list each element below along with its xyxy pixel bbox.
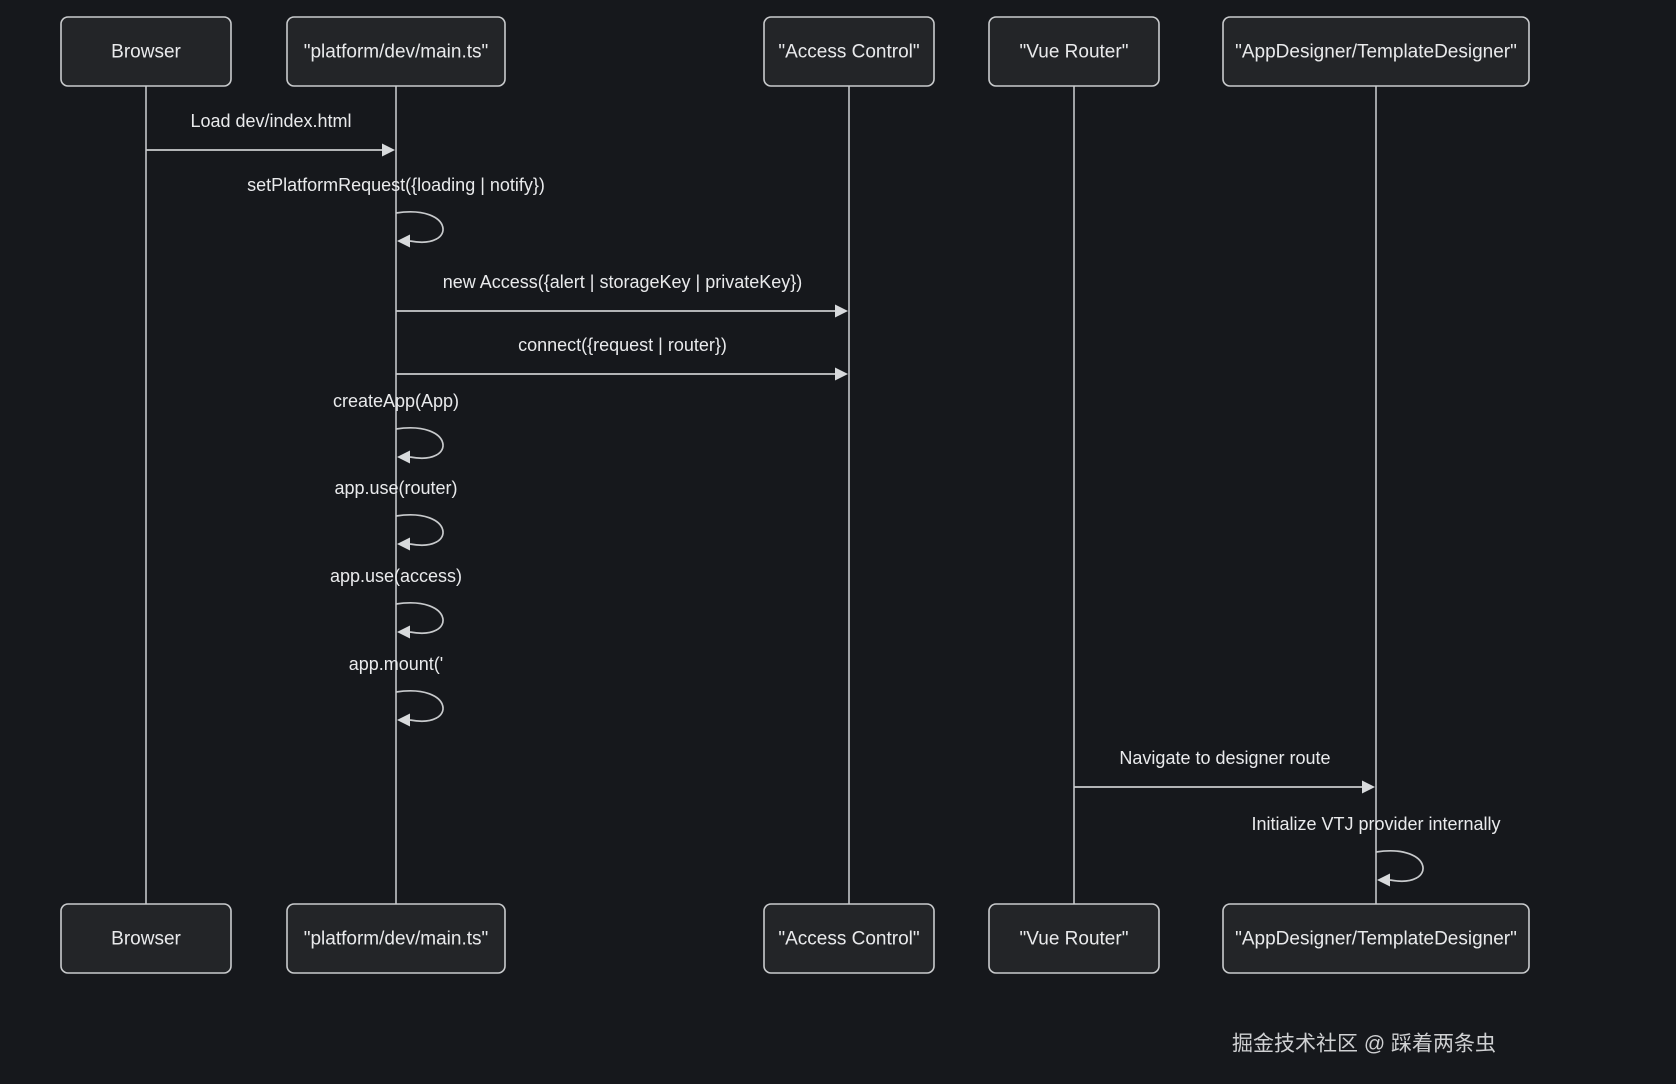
arrow-head-icon — [835, 304, 848, 318]
participant-browser-bottom[interactable]: Browser — [60, 903, 232, 974]
self-loop-path — [395, 211, 444, 243]
message-label: connect({request | router}) — [518, 335, 727, 355]
message-label: new Access({alert | storageKey | private… — [443, 272, 803, 292]
message-4-call[interactable]: connect({request | router}) — [396, 335, 848, 381]
arrow-head-icon — [397, 450, 410, 464]
participant-vue_router-top[interactable]: "Vue Router" — [988, 16, 1160, 87]
participant-box-shape — [1222, 903, 1530, 974]
self-loop-path — [395, 602, 444, 634]
arrow-head-icon — [1362, 780, 1375, 794]
participant-box-shape — [988, 16, 1160, 87]
arrow-head-icon — [397, 625, 410, 639]
participant-boxes-bottom: Browser "platform/dev/main.ts" "Access Con… — [60, 903, 1530, 974]
participant-box-shape — [763, 16, 935, 87]
participant-box-shape — [60, 16, 232, 87]
self-loop-path — [395, 690, 444, 722]
message-3-call[interactable]: new Access({alert | storageKey | private… — [396, 272, 848, 318]
message-9-call[interactable]: Navigate to designer route — [1074, 748, 1375, 794]
participant-app_designer-top[interactable]: "AppDesigner/TemplateDesigner" — [1222, 16, 1530, 87]
arrow-head-icon — [397, 713, 410, 727]
participant-box-shape — [60, 903, 232, 974]
arrow-head-icon — [382, 143, 395, 157]
message-1-call[interactable]: Load dev/index.html — [146, 111, 395, 157]
participant-box-shape — [988, 903, 1160, 974]
participant-box-shape — [1222, 16, 1530, 87]
self-loop-path — [395, 427, 444, 459]
arrow-head-icon — [1377, 873, 1390, 887]
participant-main_ts-top[interactable]: "platform/dev/main.ts" — [286, 16, 506, 87]
participant-vue_router-bottom[interactable]: "Vue Router" — [988, 903, 1160, 974]
lifelines-group — [145, 86, 1377, 904]
self-loop-path — [395, 514, 444, 546]
participant-access_control-top[interactable]: "Access Control" — [763, 16, 935, 87]
participant-access_control-bottom[interactable]: "Access Control" — [763, 903, 935, 974]
arrow-head-icon — [397, 537, 410, 551]
message-label: Navigate to designer route — [1119, 748, 1330, 768]
participant-app_designer-bottom[interactable]: "AppDesigner/TemplateDesigner" — [1222, 903, 1530, 974]
watermark-label: 掘金技术社区 @ 踩着两条虫 — [1232, 1033, 1496, 1056]
participant-box-shape — [286, 903, 506, 974]
self-loop-path — [1375, 850, 1424, 882]
participant-box-shape — [763, 903, 935, 974]
messages-group: Load dev/index.htmlsetPlatformRequest({l… — [146, 111, 1501, 887]
message-label: Load dev/index.html — [190, 111, 351, 131]
participant-box-shape — [286, 16, 506, 87]
participant-boxes-top: Browser "platform/dev/main.ts" "Access Con… — [60, 16, 1530, 87]
arrow-head-icon — [835, 367, 848, 381]
participant-main_ts-bottom[interactable]: "platform/dev/main.ts" — [286, 903, 506, 974]
participant-browser-top[interactable]: Browser — [60, 16, 232, 87]
arrow-head-icon — [397, 234, 410, 248]
